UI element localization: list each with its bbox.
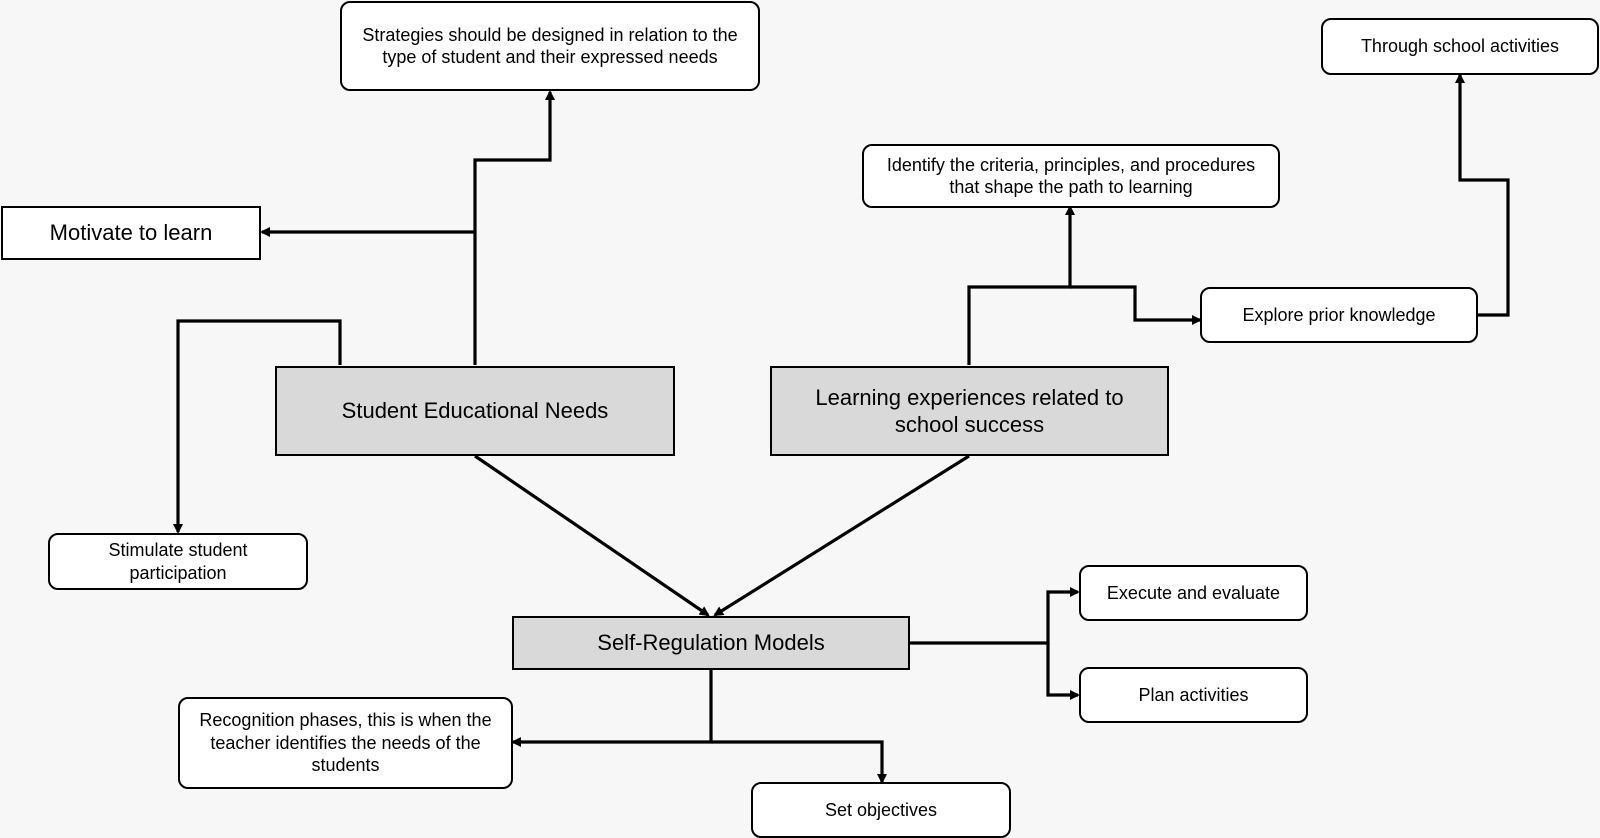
self-regulation-models-text: Self-Regulation Models [597, 630, 825, 656]
connector-needs-to-stimulate [173, 319, 342, 534]
connector-needs-to-self-regulation [474, 454, 710, 617]
connector-learning-to-explore [1070, 285, 1202, 325]
execute-evaluate-node: Execute and evaluate [1079, 565, 1308, 621]
identify-criteria-text: Identify the criteria, principles, and p… [886, 154, 1256, 198]
recognition-phases-text: Recognition phases, this is when the tea… [199, 710, 492, 776]
self-regulation-models-node: Self-Regulation Models [512, 616, 910, 670]
execute-evaluate-text: Execute and evaluate [1106, 582, 1281, 603]
explore-prior-knowledge-node: Explore prior knowledge [1200, 287, 1478, 343]
plan-activities-node: Plan activities [1079, 667, 1308, 723]
connector-self-regulation-to-plan [1046, 643, 1080, 700]
connector-self-regulation-to-recognition [511, 670, 713, 747]
learning-experiences-text: Learning experiences related to school s… [815, 384, 1124, 438]
motivate-text: Motivate to learn [49, 220, 213, 246]
motivate-node: Motivate to learn [1, 206, 261, 260]
set-objectives-text: Set objectives [824, 799, 938, 820]
connector-learning-to-identify [967, 205, 1075, 365]
recognition-phases-node: Recognition phases, this is when the tea… [178, 697, 513, 789]
connector-learning-to-self-regulation [713, 454, 970, 617]
through-school-activities-node: Through school activities [1321, 18, 1599, 75]
connector-needs-to-strategies [473, 90, 555, 365]
stimulate-node: Stimulate student participation [48, 533, 308, 590]
student-educational-needs-node: Student Educational Needs [275, 366, 675, 456]
stimulate-text: Stimulate student participation [108, 540, 248, 583]
student-educational-needs-text: Student Educational Needs [341, 398, 609, 424]
connector-self-regulation-to-execute [910, 587, 1080, 645]
identify-criteria-node: Identify the criteria, principles, and p… [862, 144, 1280, 208]
strategies-text: Strategies should be designed in relatio… [362, 24, 738, 68]
plan-activities-text: Plan activities [1138, 684, 1249, 705]
strategies-node: Strategies should be designed in relatio… [340, 1, 760, 91]
connector-explore-to-through [1455, 73, 1510, 317]
set-objectives-node: Set objectives [751, 782, 1011, 838]
learning-experiences-node: Learning experiences related to school s… [770, 366, 1169, 456]
through-school-activities-text: Through school activities [1360, 36, 1560, 57]
connector-self-regulation-to-objectives [711, 740, 887, 784]
explore-prior-knowledge-text: Explore prior knowledge [1242, 304, 1436, 325]
